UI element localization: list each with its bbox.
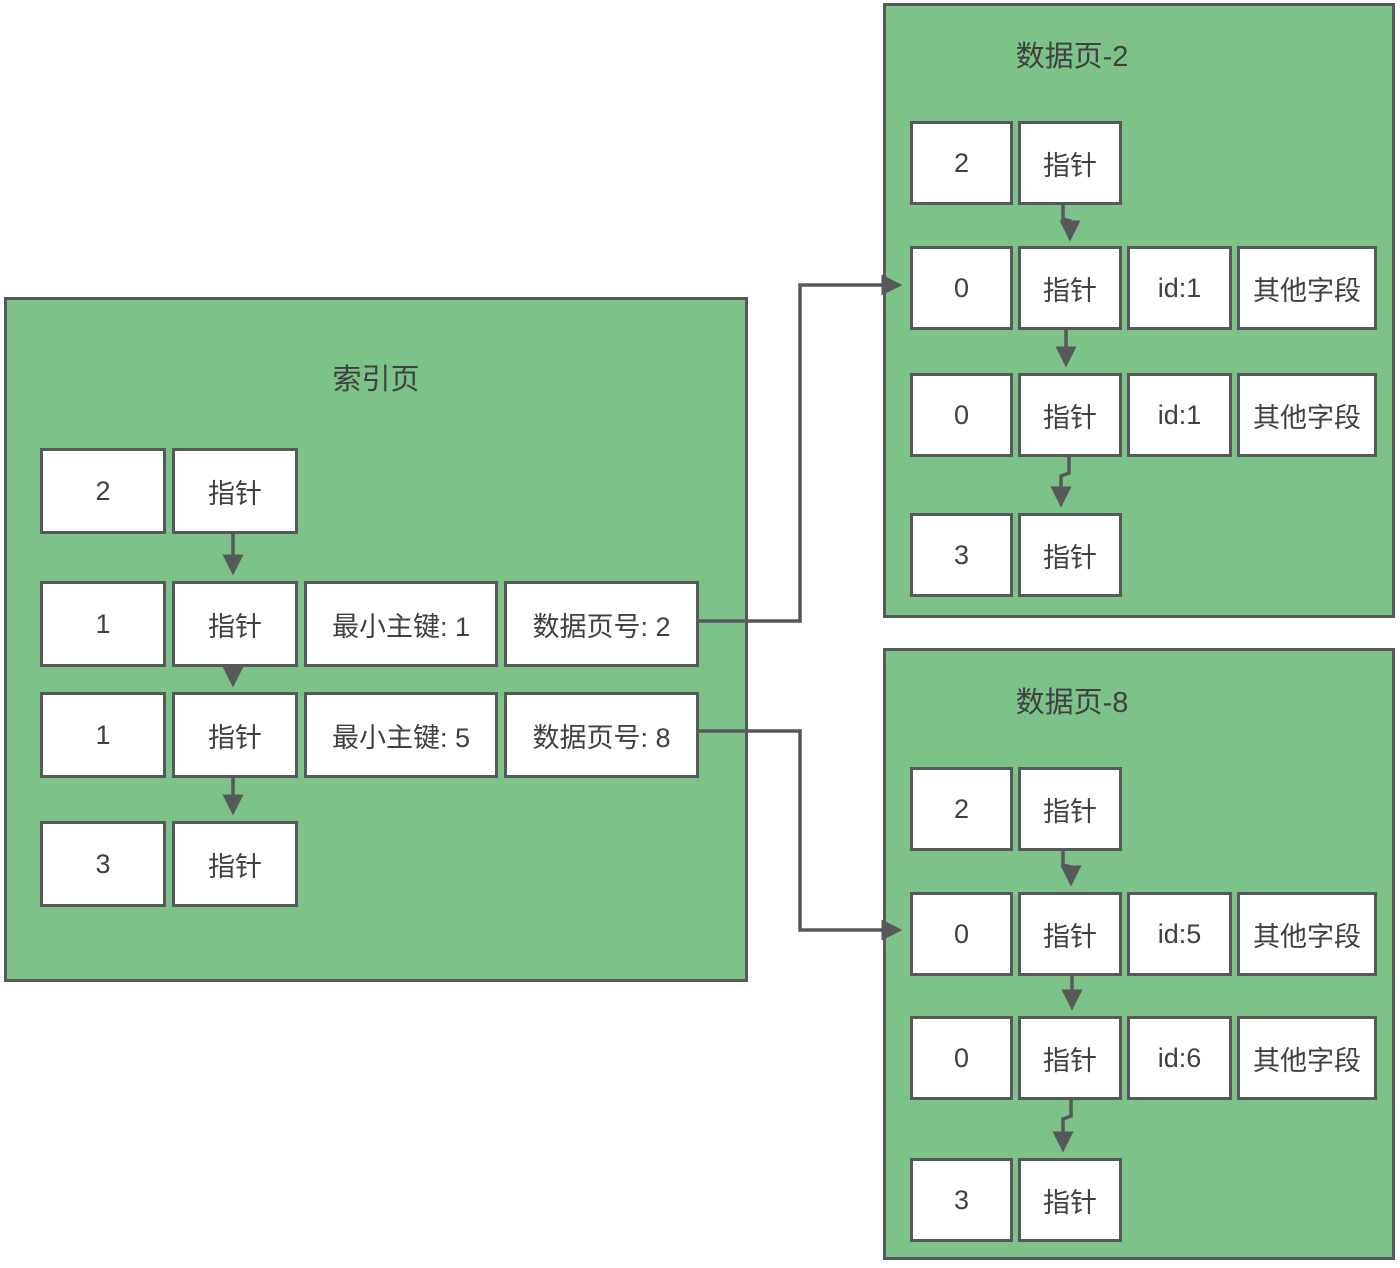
- data8-row-footer: 3 指针: [910, 1158, 1122, 1242]
- data8-row-header: 2 指针: [910, 767, 1122, 851]
- record-count-cell: 2: [40, 448, 166, 534]
- data8-row-record-1: 0 指针 id:5 其他字段: [910, 892, 1377, 976]
- data-page-8-box: 数据页-8 2 指针 0 指针 id:5 其他字段 0 指针 id:6 其他字段…: [883, 648, 1395, 1260]
- pointer-cell: 指针: [1018, 767, 1122, 851]
- other-fields-cell: 其他字段: [1237, 892, 1377, 976]
- record-count-cell: 2: [910, 121, 1013, 205]
- record-type-cell: 1: [40, 692, 166, 778]
- other-fields-cell: 其他字段: [1237, 373, 1377, 457]
- id-cell: id:5: [1127, 892, 1232, 976]
- record-count-cell: 3: [40, 821, 166, 907]
- record-type-cell: 0: [910, 1016, 1013, 1100]
- pointer-cell: 指针: [1018, 121, 1122, 205]
- pointer-cell: 指针: [1018, 246, 1122, 330]
- data-page-number-cell: 数据页号: 2: [504, 581, 699, 667]
- pointer-cell: 指针: [1018, 513, 1122, 597]
- index-row-footer: 3 指针: [40, 821, 298, 907]
- record-count-cell: 3: [910, 513, 1013, 597]
- data-page-2-title: 数据页-2: [1015, 41, 1129, 73]
- data-page-2-box: 数据页-2 2 指针 0 指针 id:1 其他字段 0 指针 id:1 其他字段…: [883, 3, 1395, 618]
- pointer-cell: 指针: [1018, 373, 1122, 457]
- pointer-cell: 指针: [172, 821, 298, 907]
- other-fields-cell: 其他字段: [1237, 246, 1377, 330]
- id-cell: id:1: [1127, 373, 1232, 457]
- other-fields-cell: 其他字段: [1237, 1016, 1377, 1100]
- data-page-number-cell: 数据页号: 8: [504, 692, 699, 778]
- record-type-cell: 0: [910, 246, 1013, 330]
- data2-row-record-1: 0 指针 id:1 其他字段: [910, 246, 1377, 330]
- index-row-entry-1: 1 指针 最小主键: 1 数据页号: 2: [40, 581, 699, 667]
- data2-row-record-2: 0 指针 id:1 其他字段: [910, 373, 1377, 457]
- index-row-header: 2 指针: [40, 448, 298, 534]
- pointer-cell: 指针: [1018, 1016, 1122, 1100]
- record-type-cell: 0: [910, 892, 1013, 976]
- pointer-cell: 指针: [1018, 892, 1122, 976]
- pointer-cell: 指针: [172, 581, 298, 667]
- record-type-cell: 0: [910, 373, 1013, 457]
- pointer-cell: 指针: [172, 448, 298, 534]
- min-primary-key-cell: 最小主键: 1: [304, 581, 498, 667]
- record-count-cell: 3: [910, 1158, 1013, 1242]
- record-count-cell: 2: [910, 767, 1013, 851]
- id-cell: id:1: [1127, 246, 1232, 330]
- data2-row-header: 2 指针: [910, 121, 1122, 205]
- index-page-box: 索引页 2 指针 1 指针 最小主键: 1 数据页号: 2 1 指针 最小主键:…: [4, 297, 748, 982]
- index-row-entry-2: 1 指针 最小主键: 5 数据页号: 8: [40, 692, 699, 778]
- id-cell: id:6: [1127, 1016, 1232, 1100]
- index-page-title: 索引页: [332, 364, 420, 396]
- pointer-cell: 指针: [1018, 1158, 1122, 1242]
- record-type-cell: 1: [40, 581, 166, 667]
- pointer-cell: 指针: [172, 692, 298, 778]
- data2-row-footer: 3 指针: [910, 513, 1122, 597]
- min-primary-key-cell: 最小主键: 5: [304, 692, 498, 778]
- data-page-8-title: 数据页-8: [1015, 687, 1129, 719]
- data8-row-record-2: 0 指针 id:6 其他字段: [910, 1016, 1377, 1100]
